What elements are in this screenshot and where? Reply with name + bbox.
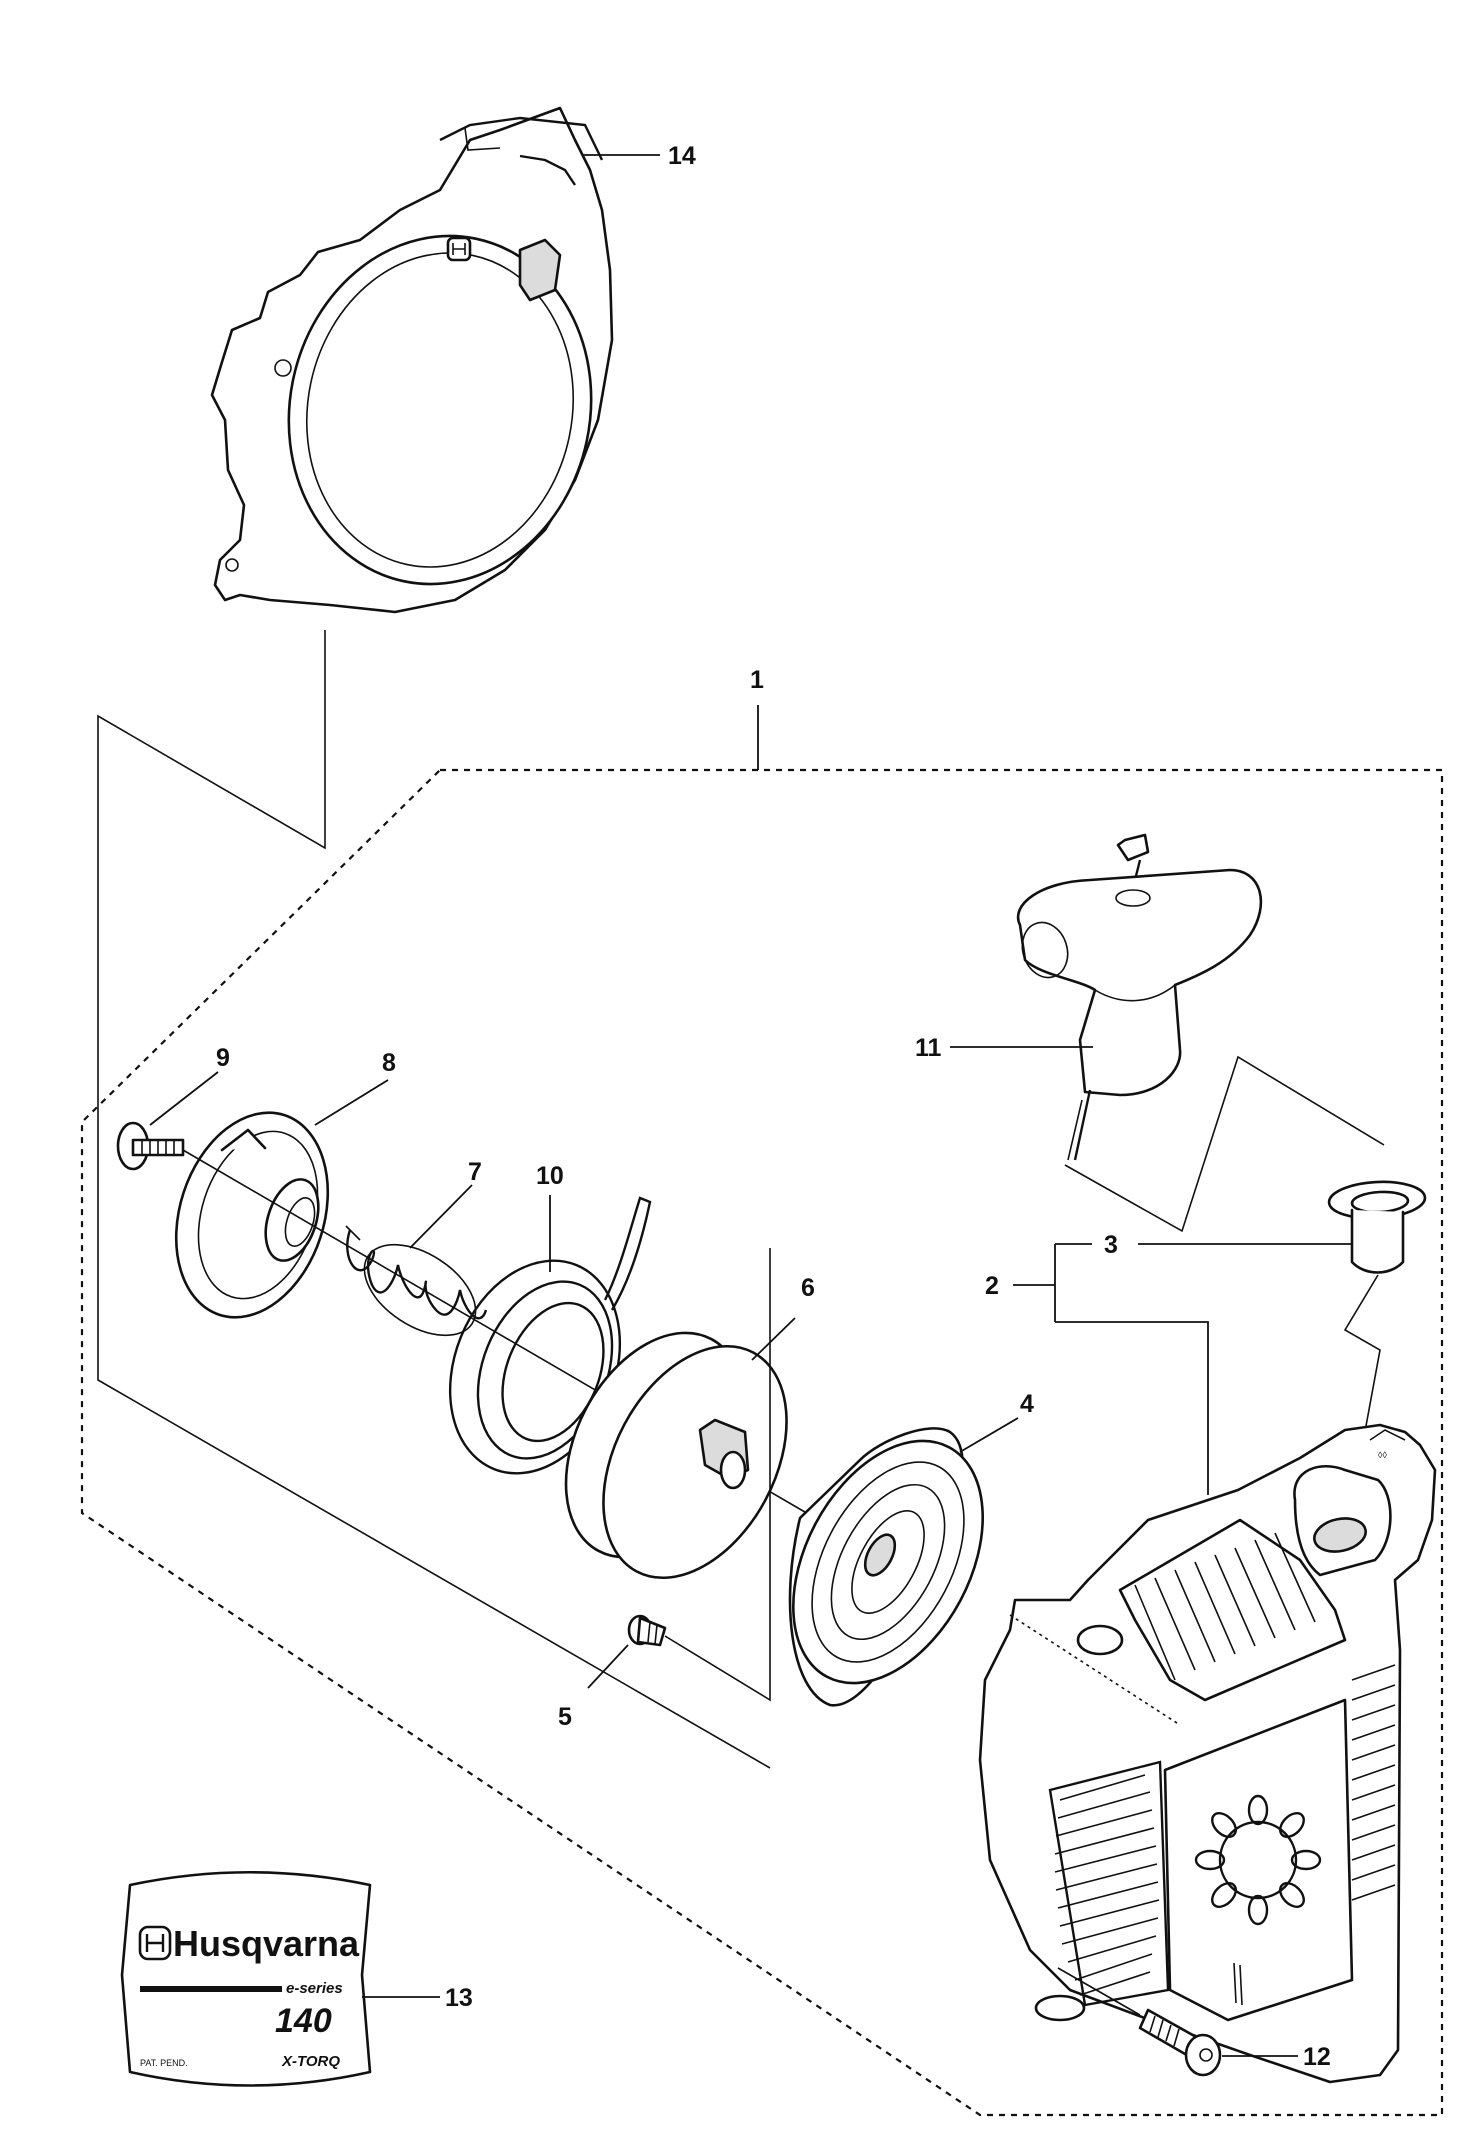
- decal-technology: X-TORQ: [281, 2053, 340, 2070]
- assembly-line-12: [1057, 1967, 1141, 2016]
- part-8-pulley: [174, 1111, 330, 1319]
- callout-3: 3: [1104, 1231, 1118, 1259]
- part-7-spring: [345, 1225, 488, 1337]
- decal-stripe: [140, 1986, 282, 1992]
- part-9-bolt: [116, 1121, 185, 1171]
- part-14-fan-housing: [210, 106, 614, 614]
- part-5-screw: [627, 1614, 667, 1647]
- husqvarna-logo-icon: [138, 1925, 172, 1961]
- callout-9: 9: [216, 1044, 230, 1072]
- leader-9: [149, 1071, 219, 1126]
- callout-4: 4: [1020, 1390, 1034, 1418]
- part-13-decal: Husqvarna e-series 140 PAT. PEND. X-TORQ: [120, 1870, 372, 2087]
- decal-series: e-series: [286, 1980, 343, 1997]
- callout-11: 11: [915, 1034, 942, 1062]
- callout-12: 12: [1303, 2043, 1331, 2071]
- part-11-handle: [1016, 833, 1263, 1161]
- leader-4: [959, 1417, 1019, 1453]
- assembly-group-boundary: [80, 768, 1444, 2117]
- callout-14: 14: [668, 142, 696, 170]
- vent-rosette: [1194, 1794, 1322, 1926]
- decal-model: 140: [275, 2002, 332, 2040]
- callout-1: 1: [750, 666, 764, 694]
- decal-patent: PAT. PEND.: [140, 2058, 188, 2068]
- callout-2: 2: [985, 1272, 999, 1300]
- part-3-rope-guide: [1327, 1180, 1427, 1274]
- leader-6: [751, 1317, 796, 1361]
- assembly-line-11: [1064, 1055, 1385, 1233]
- callout-13: 13: [445, 1984, 473, 2012]
- part-6-rope-drum: [564, 1331, 788, 1580]
- part-12-screw: [1138, 2008, 1222, 2077]
- leader-2: [1013, 1243, 1209, 1495]
- part-2-starter-housing: ◊◊: [978, 1423, 1437, 2084]
- callout-6: 6: [801, 1274, 815, 1302]
- part-4-spring-cassette: [788, 1427, 984, 1707]
- assembly-line-5: [664, 1248, 771, 1702]
- callout-8: 8: [382, 1049, 396, 1077]
- callout-10: 10: [536, 1162, 564, 1190]
- decal-brand: Husqvarna: [173, 1923, 360, 1964]
- leader-7: [409, 1184, 473, 1249]
- callout-5: 5: [558, 1703, 572, 1731]
- housing-marking: ◊◊: [1378, 1450, 1387, 1460]
- assembly-line-housing: [97, 630, 771, 1769]
- leader-8: [314, 1079, 389, 1126]
- husqvarna-logo-icon: [446, 236, 472, 262]
- callout-7: 7: [468, 1158, 482, 1186]
- leader-5: [587, 1644, 629, 1689]
